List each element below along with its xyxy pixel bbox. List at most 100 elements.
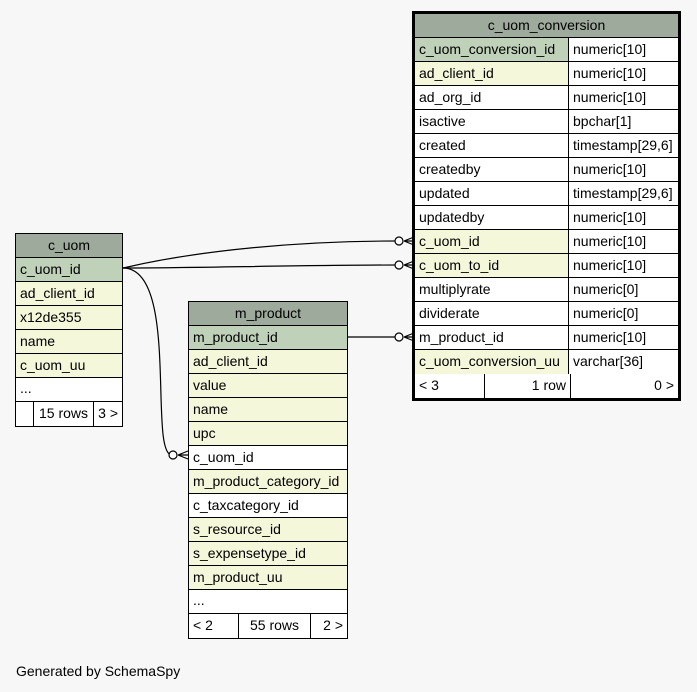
table-row[interactable]: x12de355	[16, 306, 122, 330]
column-type: numeric[0]	[568, 302, 678, 325]
column-name: m_product_id	[189, 326, 347, 349]
column-name: upc	[189, 422, 347, 445]
column-name: ad_client_id	[415, 62, 568, 85]
column-name: x12de355	[16, 306, 122, 329]
table-row[interactable]: ad_org_id numeric[10]	[415, 86, 678, 110]
column-type: numeric[10]	[568, 206, 678, 229]
column-name: c_uom_id	[16, 258, 122, 281]
table-row[interactable]: name	[16, 330, 122, 354]
column-type: numeric[10]	[568, 158, 678, 181]
column-type: numeric[0]	[568, 278, 678, 301]
column-name: c_uom_id	[415, 230, 568, 253]
relation-line-c_uom-to-m_product	[122, 267, 173, 456]
footer-row-count: 55 rows	[238, 614, 310, 638]
footer-parents[interactable]	[16, 402, 33, 426]
column-name: m_product_id	[419, 329, 504, 345]
table-row[interactable]: m_product_uu	[189, 566, 347, 590]
relation-line-c_uom-to-conversion-c_uom_id	[122, 240, 399, 269]
table-row[interactable]: name	[189, 398, 347, 422]
column-name: c_taxcategory_id	[193, 497, 299, 513]
table-row-ellipsis: ...	[16, 378, 122, 402]
relation-line-c_uom-to-conversion-c_uom_to_id	[122, 264, 399, 269]
column-name: m_product_uu	[189, 566, 347, 589]
table-header[interactable]: c_uom_conversion	[415, 14, 678, 38]
table-row[interactable]: updatedby numeric[10]	[415, 206, 678, 230]
table-m_product[interactable]: m_product m_product_id ad_client_id valu…	[188, 301, 348, 639]
column-name: name	[189, 398, 347, 421]
footer-children[interactable]: 3 >	[93, 402, 122, 426]
footer-row-count: 1 row	[484, 374, 570, 398]
table-row[interactable]: dividerate numeric[0]	[415, 302, 678, 326]
table-row[interactable]: value	[189, 374, 347, 398]
table-name: c_uom_conversion	[487, 17, 606, 33]
column-name: isactive	[419, 113, 466, 129]
column-name: multiplyrate	[419, 281, 491, 297]
table-row[interactable]: c_taxcategory_id	[189, 494, 347, 518]
table-row[interactable]: s_resource_id	[189, 518, 347, 542]
table-row[interactable]: createdby numeric[10]	[415, 158, 678, 182]
column-type: numeric[10]	[568, 86, 678, 109]
column-name: name	[16, 330, 122, 353]
table-header[interactable]: m_product	[189, 302, 347, 326]
table-row[interactable]: upc	[189, 422, 347, 446]
column-type: bpchar[1]	[568, 110, 678, 133]
table-row[interactable]: c_uom_id	[189, 446, 347, 470]
table-name: c_uom	[47, 237, 91, 253]
column-type: numeric[10]	[568, 62, 678, 85]
column-type: numeric[10]	[568, 254, 678, 277]
table-row[interactable]: c_uom_id	[16, 258, 122, 282]
column-name: m_product_category_id	[189, 470, 347, 493]
table-row[interactable]: isactive bpchar[1]	[415, 110, 678, 134]
column-name: c_uom_conversion_uu	[415, 350, 568, 374]
table-footer: 15 rows 3 >	[16, 402, 122, 426]
table-name: m_product	[234, 305, 302, 321]
table-footer: < 3 1 row 0 >	[415, 374, 678, 398]
table-header[interactable]: c_uom	[16, 234, 122, 258]
column-name: createdby	[419, 161, 481, 177]
table-footer: < 2 55 rows 2 >	[189, 614, 347, 638]
column-name: ad_client_id	[16, 282, 122, 305]
column-name: c_uom_id	[193, 449, 254, 465]
footer-children[interactable]: 2 >	[310, 614, 347, 638]
column-name: created	[419, 137, 466, 153]
column-name: ad_client_id	[189, 350, 347, 373]
relation-end-circle	[394, 332, 404, 342]
column-name: ad_org_id	[419, 89, 482, 105]
table-row[interactable]: ad_client_id	[189, 350, 347, 374]
table-row[interactable]: ad_client_id	[16, 282, 122, 306]
column-type: timestamp[29,6]	[568, 182, 678, 205]
column-type: numeric[10]	[568, 38, 678, 61]
column-type: numeric[10]	[568, 326, 678, 349]
footer-parents[interactable]: < 2	[193, 617, 213, 633]
table-row[interactable]: created timestamp[29,6]	[415, 134, 678, 158]
table-row[interactable]: m_product_category_id	[189, 470, 347, 494]
column-type: timestamp[29,6]	[568, 134, 678, 157]
table-row[interactable]: m_product_id numeric[10]	[415, 326, 678, 350]
table-row[interactable]: multiplyrate numeric[0]	[415, 278, 678, 302]
table-row[interactable]: c_uom_uu	[16, 354, 122, 378]
table-row[interactable]: m_product_id	[189, 326, 347, 350]
column-name: s_resource_id	[189, 518, 347, 541]
column-name: dividerate	[419, 305, 480, 321]
column-type: varchar[36]	[568, 350, 678, 374]
column-name: c_uom_conversion_id	[415, 38, 568, 61]
column-name: updatedby	[419, 209, 485, 225]
footer-parents[interactable]: < 3	[419, 377, 439, 393]
column-name: c_uom_to_id	[415, 254, 568, 277]
column-name: c_uom_uu	[16, 354, 122, 377]
relation-end-circle	[394, 236, 404, 246]
footer-children[interactable]: 0 >	[570, 374, 678, 398]
table-row[interactable]: s_expensetype_id	[189, 542, 347, 566]
table-c_uom[interactable]: c_uom c_uom_id ad_client_id x12de355 nam…	[15, 233, 123, 427]
table-row-ellipsis: ...	[189, 590, 347, 614]
relation-end-circle	[394, 260, 404, 270]
